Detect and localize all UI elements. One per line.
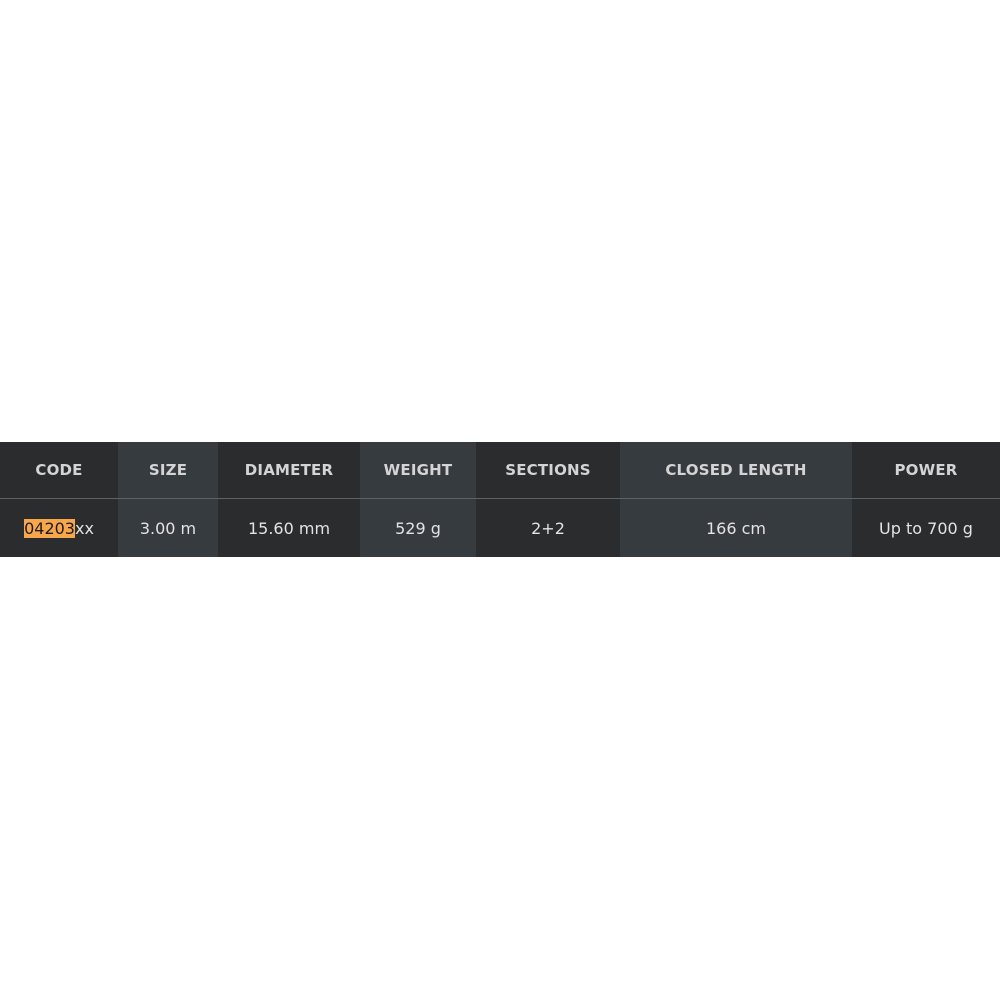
header-closed-length: CLOSED LENGTH	[620, 442, 852, 499]
cell-power: Up to 700 g	[852, 499, 1000, 557]
header-weight: WEIGHT	[360, 442, 476, 499]
header-power: POWER	[852, 442, 1000, 499]
cell-closed-length: 166 cm	[620, 499, 852, 557]
cell-sections: 2+2	[476, 499, 620, 557]
cell-weight: 529 g	[360, 499, 476, 557]
header-sections: SECTIONS	[476, 442, 620, 499]
header-diameter: DIAMETER	[218, 442, 360, 499]
cell-diameter: 15.60 mm	[218, 499, 360, 557]
cell-size: 3.00 m	[118, 499, 218, 557]
spec-table: CODE SIZE DIAMETER WEIGHT SECTIONS CLOSE…	[0, 442, 1000, 557]
code-highlight: 04203	[24, 518, 75, 538]
code-suffix: xx	[74, 518, 94, 538]
header-code: CODE	[0, 442, 118, 499]
header-size: SIZE	[118, 442, 218, 499]
